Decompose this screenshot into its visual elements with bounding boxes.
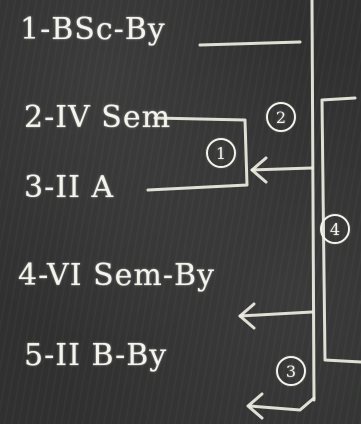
- row-2-label: 2-IV Sem: [24, 100, 172, 135]
- circle-label-4: 4: [320, 214, 350, 244]
- circle-label-3: 3: [276, 356, 306, 386]
- arrow-into-bracket: [250, 166, 314, 172]
- main-vertical-bar: [310, 0, 316, 402]
- arrowhead-row-5: [246, 392, 264, 420]
- row-1-label: 1-BSc-By: [20, 12, 166, 47]
- circle-label-1: 1: [206, 138, 236, 168]
- connector-row-1: [198, 40, 302, 47]
- row-5-label: 5-II B-By: [24, 338, 168, 373]
- circle-label-2: 2: [266, 102, 296, 132]
- arrowhead-row-4: [238, 302, 256, 330]
- arrow-to-row-5: [248, 396, 316, 412]
- row-4-label: 4-VI Sem-By: [18, 258, 215, 293]
- row-3-label: 3-II A: [24, 170, 115, 205]
- arrow-to-row-4: [238, 310, 314, 318]
- arrowhead-bracket: [250, 156, 268, 184]
- bracket-rows-2-3: [146, 116, 249, 192]
